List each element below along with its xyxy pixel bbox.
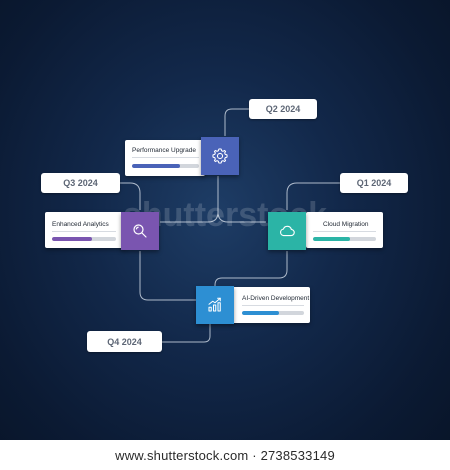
footer-credit: www.shutterstock.com · 2738533149 (0, 440, 450, 470)
milestone-title: Enhanced Analytics (52, 221, 109, 228)
progress-bar (132, 164, 199, 168)
milestone-title: Performance Upgrade (132, 147, 196, 154)
tag-q4-2024: Q4 2024 (87, 331, 162, 352)
tag-q1-2024: Q1 2024 (340, 173, 408, 193)
progress-bar (242, 311, 304, 315)
growth-chart-icon (208, 297, 221, 312)
milestone-title: Cloud Migration (323, 221, 369, 228)
milestone-card-enhanced-analytics: Enhanced Analytics (45, 212, 125, 248)
progress-fill (132, 164, 181, 168)
progress-fill (313, 237, 350, 241)
divider (242, 305, 304, 306)
tile-ai-driven-development (196, 286, 234, 324)
gear-icon (212, 148, 228, 164)
divider (313, 231, 376, 232)
milestone-card-ai-driven-development: AI-Driven Development (232, 287, 310, 323)
divider (52, 231, 116, 232)
tag-q2-2024: Q2 2024 (249, 99, 317, 119)
tile-performance-upgrade (201, 137, 239, 175)
tile-cloud-migration (268, 212, 306, 250)
progress-fill (52, 237, 92, 241)
progress-bar (52, 237, 116, 241)
tile-enhanced-analytics (121, 212, 159, 250)
progress-bar (313, 237, 376, 241)
milestone-card-cloud-migration: Cloud Migration (306, 212, 383, 248)
divider (132, 157, 199, 158)
tag-q3-2024: Q3 2024 (41, 173, 120, 193)
milestone-card-performance-upgrade: Performance Upgrade (125, 140, 205, 176)
magnifier-icon (133, 224, 147, 238)
milestone-title: AI-Driven Development (242, 295, 310, 302)
cloud-icon (280, 225, 295, 237)
progress-fill (242, 311, 280, 315)
